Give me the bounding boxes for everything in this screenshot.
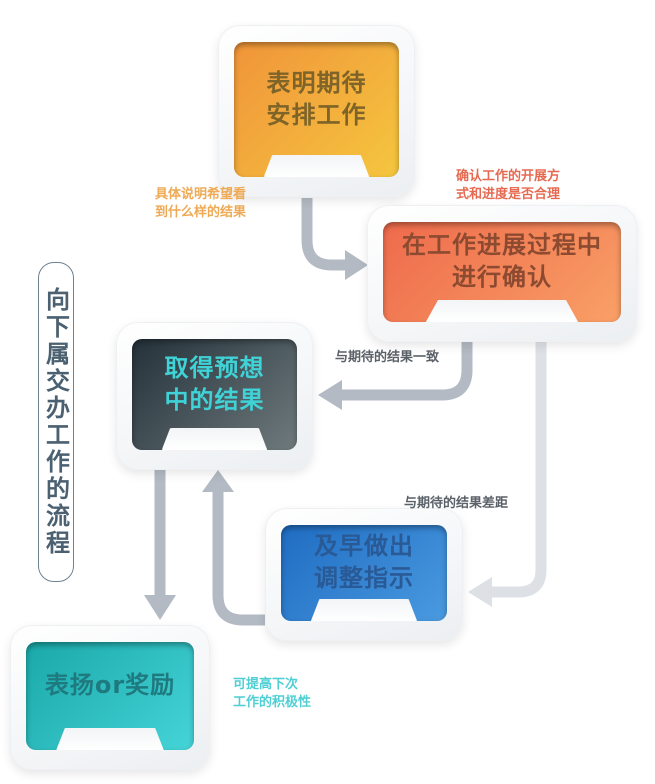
arrowhead-down	[144, 595, 176, 620]
note-motivate: 可提高下次 工作的积极性	[233, 677, 312, 710]
step-set-expectations: 表明期待 安排工作	[218, 25, 415, 197]
step-adjust-instructions: 及早做出 调整指示	[265, 508, 463, 641]
step-expected-result: 取得预想 中的结果	[116, 322, 313, 470]
arrowhead-left	[318, 380, 342, 410]
step-praise-reward: 表扬or奖励	[10, 625, 210, 770]
arrowhead-left-light	[468, 577, 492, 607]
arrow-step2-to-step3	[338, 340, 473, 401]
note-explain: 具体说明希望看 到什么样的结果	[155, 187, 247, 220]
arrow-step1-to-step2	[301, 198, 348, 271]
arrowhead-up	[202, 470, 234, 492]
arrow-step4-to-step3	[212, 490, 265, 626]
diagram-title: 向下属交办工作的流程	[38, 262, 74, 582]
note-gap: 与期待的结果差距	[404, 496, 509, 511]
note-match: 与期待的结果一致	[335, 350, 440, 365]
arrowhead-right	[345, 250, 368, 280]
step-confirm-progress: 在工作进展过程中 进行确认	[367, 205, 637, 342]
arrow-step2-to-step4	[488, 340, 547, 598]
note-confirm: 确认工作的开展方 式和进度是否合理	[456, 169, 561, 202]
